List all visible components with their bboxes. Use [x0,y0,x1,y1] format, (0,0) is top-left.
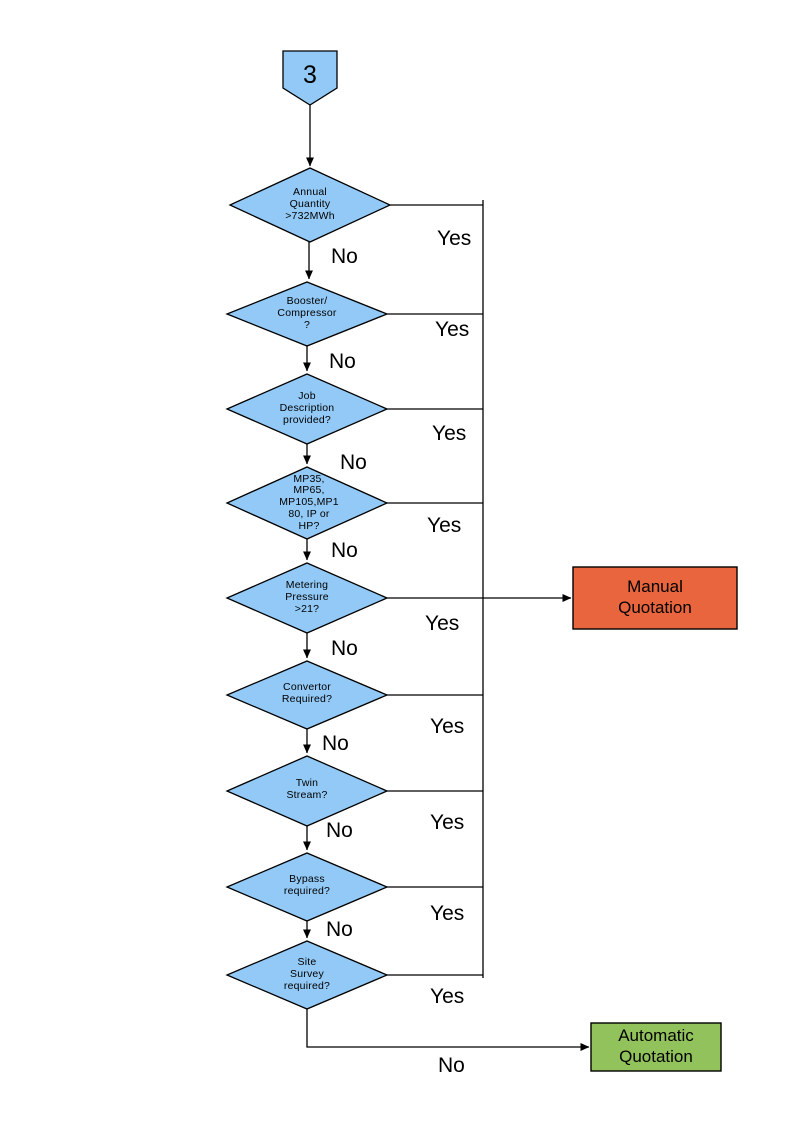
edge-label-yes-pressure-tier: Yes [427,514,462,537]
edge-label-yes-booster-compressor: Yes [435,318,470,341]
connector-3-shape [282,50,338,106]
edge-label-no-site-survey: No [438,1054,465,1077]
decision-pressure-tier-shape [225,466,389,540]
edge-label-yes-metering-pressure: Yes [425,612,460,635]
edge-label-yes-annual-quantity: Yes [437,227,472,250]
edge-label-no-job-description: No [340,451,367,474]
decision-metering-pressure-shape [225,562,389,634]
edge-label-no-convertor: No [322,732,349,755]
decision-convertor-shape [225,660,389,730]
edge-label-yes-twin-stream: Yes [430,811,465,834]
decision-twin-stream-shape [225,755,389,827]
edge-label-yes-site-survey: Yes [430,985,465,1008]
edge-no-site-survey-to-automatic [306,1009,590,1051]
edge-label-no-pressure-tier: No [331,539,358,562]
decision-booster-compressor-shape [225,281,389,347]
decision-bypass-shape [225,852,389,922]
edge-label-no-annual-quantity: No [331,245,358,268]
terminal-manual-quotation-shape [572,566,738,630]
edge-label-yes-job-description: Yes [432,422,467,445]
edge-label-no-twin-stream: No [326,819,353,842]
edge-label-no-metering-pressure: No [331,637,358,660]
edge-label-yes-bypass: Yes [430,902,465,925]
decision-job-description-shape [225,373,389,445]
edge-label-no-bypass: No [326,918,353,941]
edge-label-yes-convertor: Yes [430,715,465,738]
terminal-automatic-quotation-shape [590,1022,722,1072]
edge-label-no-booster-compressor: No [329,350,356,373]
decision-site-survey-shape [225,940,389,1010]
decision-annual-quantity-shape [228,167,392,243]
